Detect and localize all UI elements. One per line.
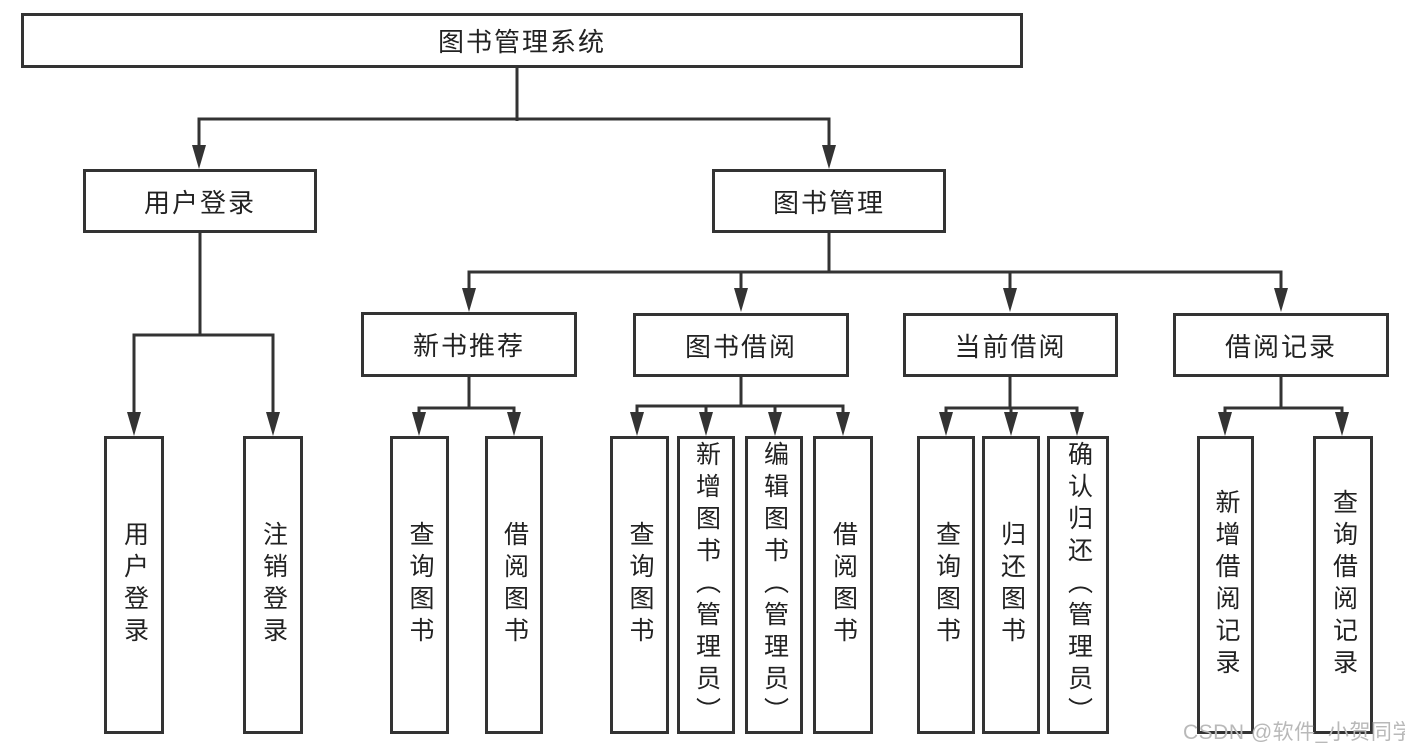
arrow-to-book-borrow	[734, 288, 748, 312]
node-user-login: 用户登录	[83, 169, 317, 233]
leaf-nb-query-books-label: 查询图书	[406, 521, 434, 649]
leaf-cb-return-books-label: 归还图书	[997, 521, 1026, 649]
arrow-to-nb-query	[412, 412, 426, 436]
node-borrow-records: 借阅记录	[1173, 313, 1389, 377]
arrow-to-leaf-user-login	[127, 412, 141, 436]
arrow-to-borrow-records	[1274, 288, 1288, 312]
leaf-br-add-record-label: 新增借阅记录	[1212, 489, 1240, 681]
leaf-user-login-label: 用户登录	[120, 521, 149, 649]
node-book-mgmt: 图书管理	[712, 169, 946, 233]
leaf-nb-query-books: 查询图书	[390, 436, 449, 734]
arrow-to-new-book-rec	[462, 288, 476, 312]
leaf-logout: 注销登录	[243, 436, 303, 734]
node-book-borrow: 图书借阅	[633, 313, 849, 377]
leaf-bb-add-books-admin-label: 新增图书（管理员）	[692, 441, 721, 729]
leaf-cb-confirm-return-admin: 确认归还（管理员）	[1047, 436, 1109, 734]
arrow-to-current-borrow	[1003, 288, 1017, 312]
connector-userlogin-to-leaves	[132, 233, 275, 416]
arrowheads	[127, 145, 1349, 436]
leaf-bb-edit-books-admin: 编辑图书（管理员）	[745, 436, 803, 734]
leaf-br-add-record: 新增借阅记录	[1197, 436, 1254, 734]
node-root-title: 图书管理系统	[21, 13, 1023, 68]
leaf-logout-label: 注销登录	[259, 521, 288, 649]
connector-bookmgmt-to-level3	[467, 233, 1283, 292]
arrow-to-cb-return	[1004, 412, 1018, 436]
arrow-to-book-mgmt	[822, 145, 836, 169]
leaf-nb-borrow-books-label: 借阅图书	[500, 521, 529, 649]
leaf-br-query-record: 查询借阅记录	[1313, 436, 1373, 734]
leaf-bb-query-books: 查询图书	[610, 436, 669, 734]
arrow-to-bb-edit	[768, 412, 782, 436]
node-current-borrow: 当前借阅	[903, 313, 1118, 377]
csdn-watermark: CSDN @软件_小贺同学	[1183, 721, 1405, 744]
connector-newbookrec-to-leaves	[417, 377, 516, 417]
leaf-user-login: 用户登录	[104, 436, 164, 734]
leaf-cb-query-books: 查询图书	[917, 436, 975, 734]
leaf-bb-add-books-admin: 新增图书（管理员）	[677, 436, 735, 734]
arrow-to-bb-add	[699, 412, 713, 436]
connector-borrowrecords-to-leaves	[1223, 377, 1344, 417]
leaf-bb-borrow-books-label: 借阅图书	[829, 521, 858, 649]
arrow-to-cb-confirm	[1070, 412, 1084, 436]
arrow-to-cb-query	[939, 412, 953, 436]
leaf-cb-return-books: 归还图书	[982, 436, 1040, 734]
leaf-bb-edit-books-admin-label: 编辑图书（管理员）	[760, 441, 789, 729]
connector-root-to-level2	[197, 68, 831, 150]
arrow-to-user-login	[192, 145, 206, 169]
arrow-to-br-query	[1335, 412, 1349, 436]
arrow-to-bb-query	[630, 412, 644, 436]
leaf-bb-query-books-label: 查询图书	[626, 521, 654, 649]
leaf-bb-borrow-books: 借阅图书	[813, 436, 873, 734]
connector-bookborrow-to-leaves	[635, 377, 845, 417]
leaf-cb-query-books-label: 查询图书	[932, 521, 961, 649]
leaf-nb-borrow-books: 借阅图书	[485, 436, 543, 734]
leaf-br-query-record-label: 查询借阅记录	[1329, 489, 1358, 681]
node-new-book-rec: 新书推荐	[361, 312, 577, 377]
arrow-to-bb-borrow	[836, 412, 850, 436]
arrow-to-nb-borrow	[507, 412, 521, 436]
connector-currentborrow-to-leaves	[944, 377, 1079, 417]
arrow-to-br-add	[1218, 412, 1232, 436]
arrow-to-leaf-logout	[266, 412, 280, 436]
leaf-cb-confirm-return-admin-label: 确认归还（管理员）	[1064, 441, 1093, 729]
